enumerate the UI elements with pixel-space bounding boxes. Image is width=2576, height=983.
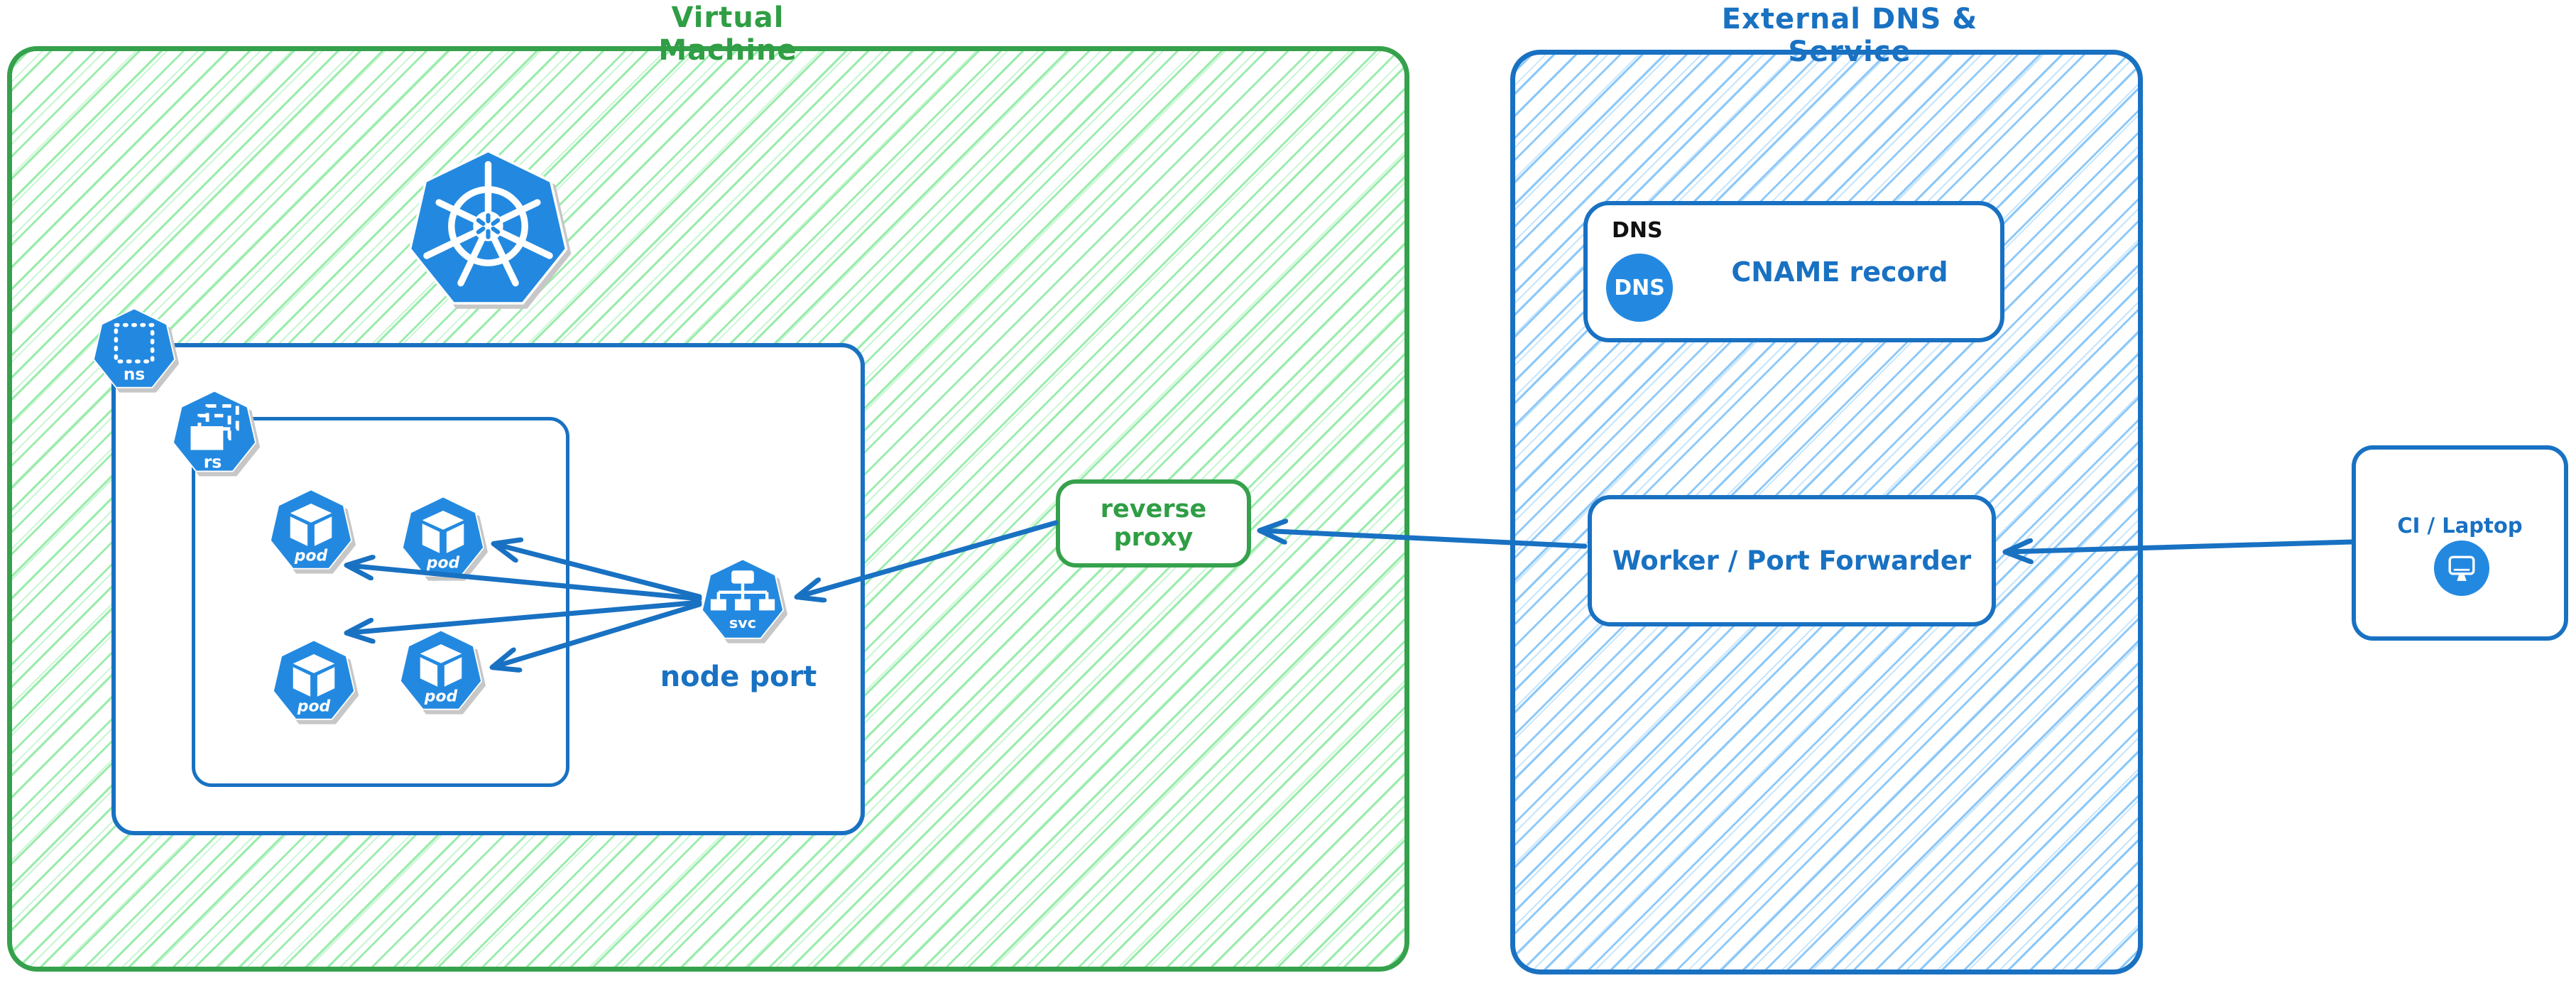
ci-laptop-label: CI / Laptop [2397, 514, 2523, 538]
pod-icon: pod [269, 489, 353, 570]
svg-text:pod: pod [426, 554, 460, 572]
cname-record-label: CNAME record [1731, 256, 1948, 288]
worker-label: Worker / Port Forwarder [1612, 545, 1972, 576]
service-icon: svc [701, 558, 785, 639]
svg-text:pod: pod [297, 697, 331, 715]
svg-text:rs: rs [204, 452, 222, 472]
dns-box: DNS DNS CNAME record [1583, 201, 2004, 342]
reverse-proxy-box: reverse proxy [1056, 479, 1251, 567]
dns-badge-icon: DNS [1606, 254, 1673, 322]
worker-port-forwarder-box: Worker / Port Forwarder [1588, 495, 1996, 626]
pod-icon: pod [399, 629, 483, 710]
dns-header-label: DNS [1612, 218, 1663, 243]
svg-text:pod: pod [424, 688, 458, 705]
reverse-proxy-label: reverse proxy [1100, 495, 1207, 552]
svg-text:pod: pod [294, 547, 328, 565]
svg-text:svc: svc [729, 614, 756, 631]
pod-icon: pod [401, 496, 485, 577]
dns-badge-label: DNS [1614, 275, 1665, 300]
virtual-machine-title: Virtual Machine [658, 1, 797, 67]
ci-laptop-box: CI / Laptop [2352, 445, 2568, 641]
laptop-icon [2434, 541, 2489, 596]
replicaset-icon: rs [172, 390, 257, 472]
pod-icon: pod [272, 639, 356, 720]
namespace-icon: ns [92, 308, 176, 389]
node-port-label: node port [660, 661, 817, 693]
external-dns-title: External DNS & Service [1721, 3, 1978, 68]
svg-text:ns: ns [124, 364, 145, 384]
kubernetes-logo-icon [408, 149, 568, 305]
